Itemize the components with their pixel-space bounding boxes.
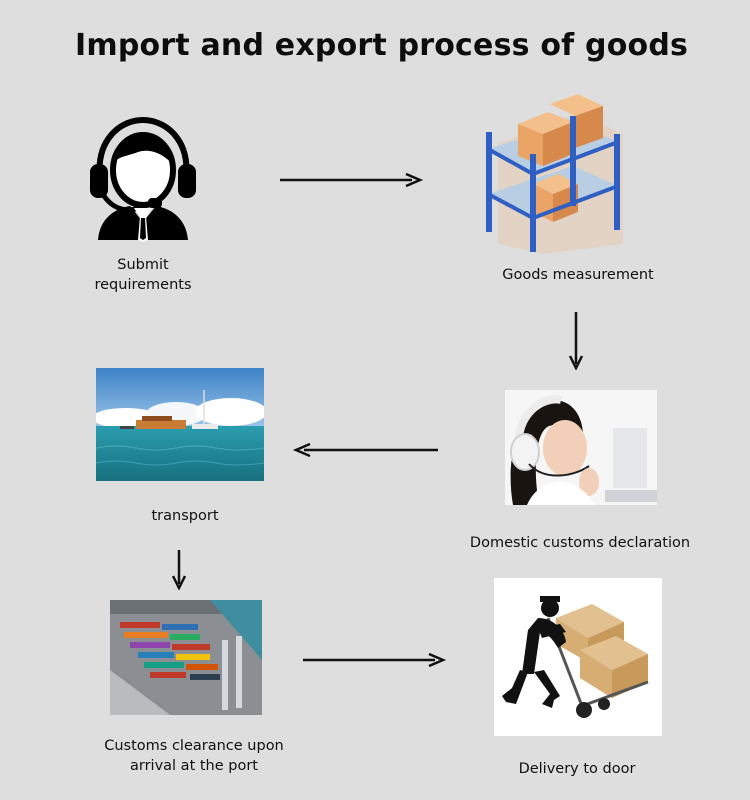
- arrow-down-2: [171, 550, 187, 590]
- step-label-goods-measurement: Goods measurement: [502, 267, 654, 283]
- delivery-man-icon: [494, 578, 662, 736]
- arrow-down-1: [568, 312, 584, 370]
- arrow-left-1: [292, 442, 438, 458]
- arrow-right-1: [280, 172, 424, 188]
- step-label-delivery-to-door: Delivery to door: [518, 761, 636, 777]
- step-label-transport: transport: [151, 508, 219, 524]
- step-label-customs-clearance: Customs clearance upon arrival at the po…: [104, 738, 284, 774]
- customer-service-icon: [78, 112, 208, 242]
- arrow-right-2: [303, 652, 447, 668]
- warehouse-shelf-icon: [478, 94, 628, 254]
- port-containers-photo: [110, 600, 262, 715]
- page-title: Import and export process of goods: [75, 28, 689, 63]
- sea-ship-photo: [96, 368, 264, 481]
- step-label-submit-requirements: Submit requirements: [94, 257, 192, 293]
- step-label-domestic-customs-declaration: Domestic customs declaration: [469, 535, 691, 551]
- headset-agent-photo: [505, 390, 657, 505]
